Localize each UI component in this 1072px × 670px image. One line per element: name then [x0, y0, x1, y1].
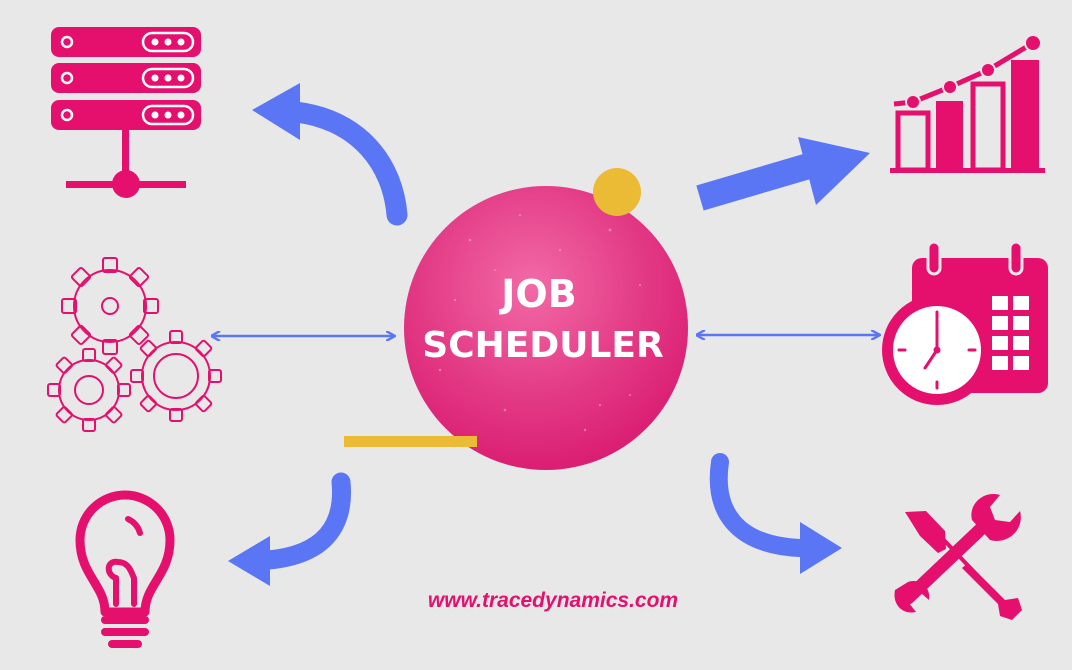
hub-title-line2: SCHEDULER — [422, 325, 663, 366]
gears-icon — [47, 257, 222, 432]
arrow-to-chart — [696, 137, 870, 211]
yellow-bar — [344, 436, 477, 447]
footer-url[interactable]: www.tracedynamics.com — [428, 589, 678, 612]
bar-chart-icon — [890, 34, 1045, 173]
arrow-to-tools — [709, 453, 842, 574]
arrow-to-lightbulb — [228, 472, 351, 586]
job-scheduler-hub: JOB SCHEDULER — [404, 186, 688, 470]
server-icon — [51, 27, 201, 198]
tools-icon — [894, 494, 1022, 620]
calendar-clock-icon — [882, 240, 1048, 405]
arrow-to-server — [252, 83, 408, 226]
hub-title-line1: JOB — [498, 272, 576, 316]
yellow-dot — [593, 168, 641, 216]
lightbulb-icon — [75, 490, 175, 648]
